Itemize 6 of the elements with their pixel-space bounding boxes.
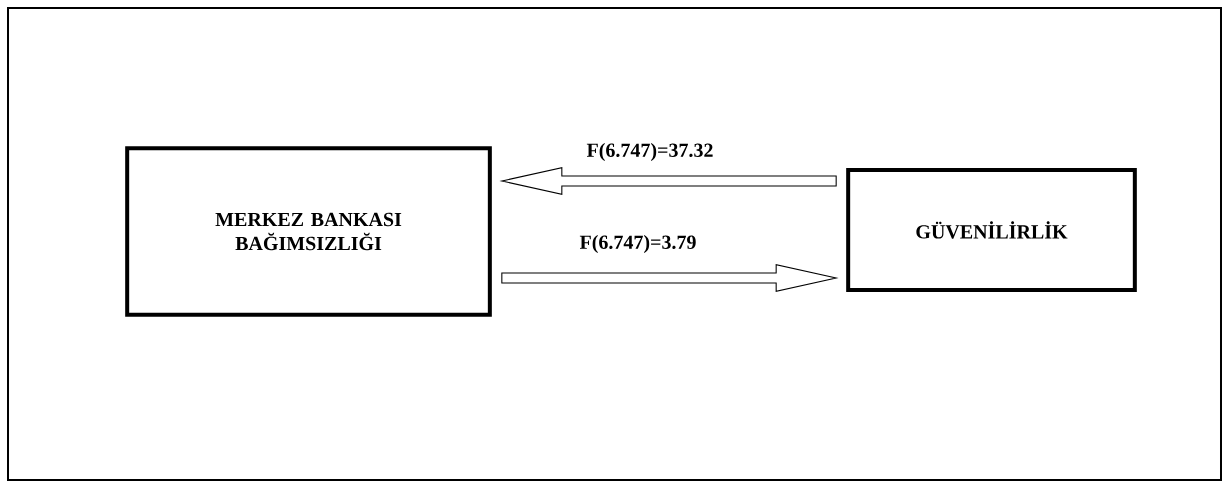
text-box: MERKEZ BANKASI BAĞIMSIZLIĞI	[125, 146, 492, 317]
block-arrow	[499, 167, 837, 195]
text-box: GÜVENİLİRLİK	[846, 168, 1137, 292]
edge-label: F(6.747)=3.79	[578, 233, 698, 255]
edge-label: F(6.747)=37.32	[585, 141, 715, 163]
block-arrow	[501, 264, 839, 292]
